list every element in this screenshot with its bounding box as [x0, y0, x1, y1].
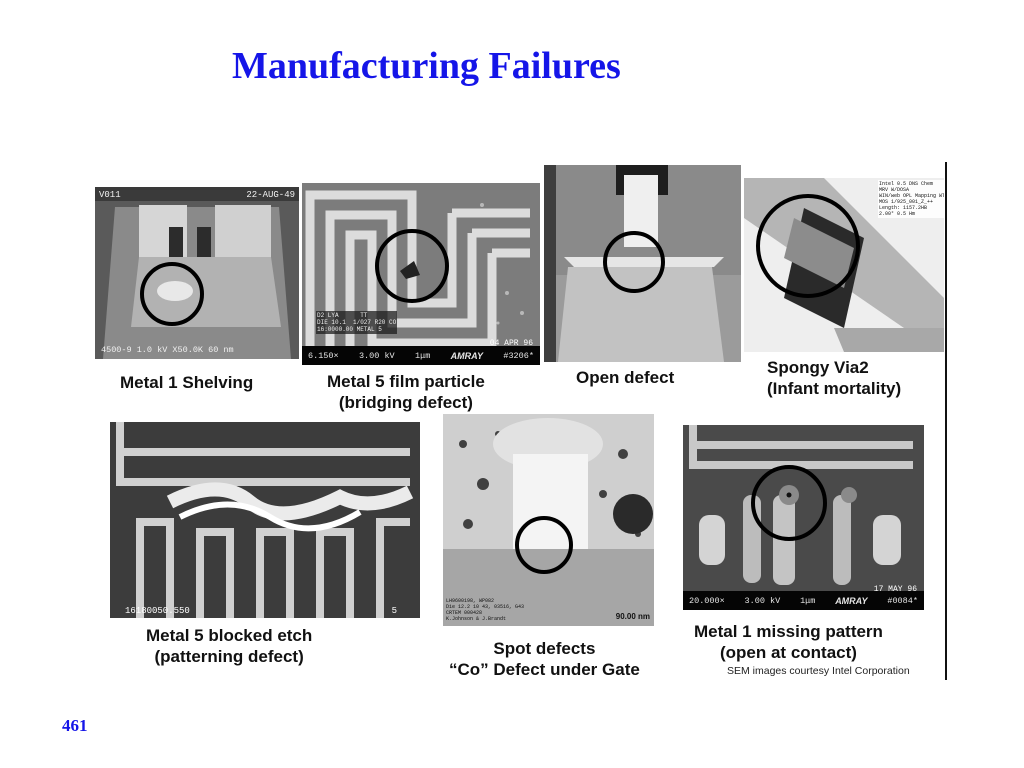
page-number: 461	[62, 716, 88, 735]
caption-metal5-blocked-etch: Metal 5 blocked etch (patterning defect)	[146, 625, 312, 667]
right-divider	[945, 162, 947, 680]
caption-line: Metal 5 blocked etch	[146, 626, 313, 645]
image-overlay-text: D2 LYA TT DIE 10.1 1/027 R20 CO 16:0000.…	[316, 311, 398, 334]
image-credit: SEM images courtesy Intel Corporation	[727, 665, 910, 677]
amray-logo: AMRAY	[450, 350, 484, 361]
image-spot-defects: LH9600198, WP082 Die 12.2 10 43, 03516, …	[443, 414, 654, 626]
scale-label: 1μm	[415, 350, 431, 361]
caption-line: Open defect	[576, 368, 675, 387]
amray-logo: AMRAY	[835, 595, 868, 606]
image-overlay-text: LH9600198, WP082 Die 12.2 10 43, 03516, …	[446, 598, 525, 622]
image-metal1-missing-pattern: 20.000× 3.00 kV 1μm AMRAY #0084* 17 MAY …	[683, 425, 924, 610]
caption-line: Metal 1 Shelving	[120, 373, 254, 392]
image-spongy-via2: Intel 0.5 DNS Chem MRV W/DOSA WIN/web OP…	[744, 178, 944, 352]
caption-metal5-film-particle: Metal 5 film particle (bridging defect)	[327, 371, 485, 413]
caption-metal1-shelving: Metal 1 Shelving	[120, 372, 253, 393]
image-footer: 4500-9 1.0 kV X50.0K 60 nm	[95, 340, 299, 359]
caption-line: (patterning defect)	[154, 647, 304, 666]
caption-line: (Infant mortality)	[767, 379, 902, 398]
magnification-label: 20.000×	[689, 595, 725, 606]
caption-line: Spongy Via2	[767, 358, 869, 377]
image-id-label: 16180050.550	[125, 606, 190, 616]
voltage-label: 3.00 kV	[358, 350, 395, 361]
caption-spot-defects: Spot defects “Co” Defect under Gate	[449, 638, 640, 680]
image-date-label: 22-AUG-49	[246, 190, 295, 200]
date-label: 04 APR 96	[489, 339, 533, 348]
caption-spongy-via2: Spongy Via2 (Infant mortality)	[767, 357, 901, 399]
slide-title: Manufacturing Failures	[232, 45, 621, 87]
sem-info-bar: 20.000× 3.00 kV 1μm AMRAY #0084*	[683, 591, 924, 610]
image-id-label: #3206*	[503, 350, 534, 361]
scale-label: 1μm	[800, 595, 816, 606]
image-open-defect	[544, 165, 741, 362]
caption-open-defect: Open defect	[576, 367, 674, 388]
voltage-label: 3.00 kV	[744, 595, 781, 606]
image-corner-mark: 5	[391, 606, 397, 616]
caption-line: Spot defects	[493, 639, 596, 658]
image-overlay-text: Intel 0.5 DNS Chem MRV W/DOSA WIN/web OP…	[878, 180, 944, 218]
caption-line: (open at contact)	[719, 643, 857, 662]
image-footer-text: 4500-9 1.0 kV X50.0K 60 nm	[101, 344, 234, 355]
caption-line: Metal 1 missing pattern	[694, 622, 883, 641]
scale-label: 90.00 nm	[615, 612, 650, 621]
image-metal5-blocked-etch: 16180050.550 5	[110, 422, 420, 618]
caption-line: Metal 5 film particle	[327, 372, 485, 391]
caption-metal1-missing-pattern: Metal 1 missing pattern (open at contact…	[694, 621, 883, 663]
image-header: V011 22-AUG-49	[99, 190, 295, 200]
date-label: 17 MAY 96	[873, 585, 917, 594]
sem-info-bar: 6.150× 3.00 kV 1μm AMRAY #3206*	[302, 346, 540, 365]
image-id-label: #0084*	[887, 595, 918, 606]
image-metal5-film-particle: D2 LYA TT DIE 10.1 1/027 R20 CO 16:0000.…	[302, 183, 540, 365]
magnification-label: 6.150×	[308, 350, 339, 361]
image-metal1-shelving: V011 22-AUG-49 4500-9 1.0 kV X50.0K 60 n…	[95, 187, 299, 359]
image-id-label: V011	[99, 190, 121, 200]
caption-line: “Co” Defect under Gate	[449, 660, 640, 679]
caption-line: (bridging defect)	[338, 393, 473, 412]
